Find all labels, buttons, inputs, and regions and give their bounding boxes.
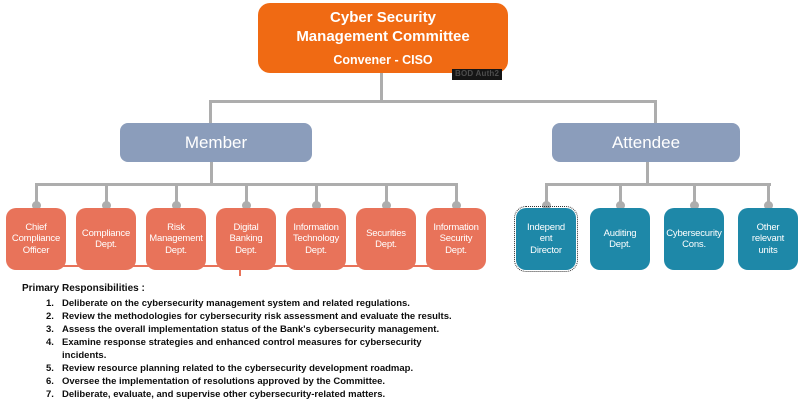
item-number: 6. <box>46 376 54 387</box>
connector-dot <box>689 201 699 210</box>
connector-member-stub <box>34 183 38 207</box>
member-box-information-technology-dept: Information Technology Dept. <box>286 208 346 270</box>
connector-dot <box>541 201 551 210</box>
connector-member-stub <box>104 183 108 207</box>
item-number: 4. <box>46 337 54 348</box>
member-brace-center-tick <box>239 265 241 276</box>
connector-member-stub <box>174 183 178 207</box>
connector-dot <box>615 201 625 210</box>
connector-root-vertical <box>380 73 383 102</box>
item-number: 1. <box>46 298 54 309</box>
attendee-group-box: Attendee <box>552 123 740 162</box>
item-text: Oversee the implementation of resolution… <box>62 376 386 387</box>
responsibility-item: 4. Examine response strategies and enhan… <box>46 336 466 362</box>
responsibility-item: 2. Review the methodologies for cybersec… <box>46 310 466 323</box>
item-text: Assess the overall implementation status… <box>62 324 440 335</box>
connector-member-stub <box>454 183 458 207</box>
responsibilities-heading: Primary Responsibilities : <box>22 283 145 294</box>
member-box-chief-compliance-officer: Chief Compliance Officer <box>6 208 66 270</box>
item-text: Review resource planning related to the … <box>62 363 414 374</box>
connector-member-stub <box>384 183 388 207</box>
connector-member-stub <box>244 183 248 207</box>
item-text: Deliberate on the cybersecurity manageme… <box>62 298 410 309</box>
item-text: Deliberate, evaluate, and supervise othe… <box>62 389 386 400</box>
item-number: 7. <box>46 389 54 400</box>
responsibility-item: 6. Oversee the implementation of resolut… <box>46 375 466 388</box>
connector-root-horizontal <box>209 100 657 103</box>
responsibility-item: 7. Deliberate, evaluate, and supervise o… <box>46 388 466 401</box>
connector-attendee-stub <box>618 183 622 207</box>
item-number: 5. <box>46 363 54 374</box>
connector-dot <box>171 201 181 210</box>
attendee-box-auditing-dept: Auditing Dept. <box>590 208 650 270</box>
committee-title: Cyber Security Management Committee <box>296 8 470 45</box>
member-brace-left-tick <box>22 256 24 267</box>
connector-dot <box>311 201 321 210</box>
committee-box: Cyber Security Management Committee Conv… <box>258 3 508 73</box>
item-text: Examine response strategies and enhanced… <box>62 337 422 361</box>
item-number: 3. <box>46 324 54 335</box>
connector-dot <box>451 201 461 210</box>
connector-dot <box>381 201 391 210</box>
connector-attendee-drop <box>654 100 657 124</box>
connector-attendee-stub <box>692 183 696 207</box>
committee-convener: Convener - CISO <box>333 53 433 68</box>
connector-dot <box>241 201 251 210</box>
connector-dot <box>101 201 111 210</box>
member-box-digital-banking-dept: Digital Banking Dept. <box>216 208 276 270</box>
connector-dot <box>763 201 773 210</box>
responsibilities-section: Primary Responsibilities : 1. Deliberate… <box>22 283 472 401</box>
item-text: Review the methodologies for cybersecuri… <box>62 311 452 322</box>
connector-attendee-stub <box>544 183 548 207</box>
member-box-risk-management-dept: Risk Management Dept. <box>146 208 206 270</box>
attendee-box-independent-director: Independ ent Director <box>514 206 578 272</box>
member-brace-right-tick <box>456 256 458 267</box>
attendee-box-other-relevant-units: Other relevant units <box>738 208 798 270</box>
connector-member-drop <box>209 100 212 124</box>
connector-member-vertical <box>210 162 213 185</box>
attendee-box-cybersecurity-cons: Cybersecurity Cons. <box>664 208 724 270</box>
connector-member-stub <box>314 183 318 207</box>
bod-auth-badge: BOD Auth2 <box>452 69 503 80</box>
member-box-compliance-dept: Compliance Dept. <box>76 208 136 270</box>
member-box-securities-dept: Securities Dept. <box>356 208 416 270</box>
item-number: 2. <box>46 311 54 322</box>
connector-dot <box>31 201 41 210</box>
connector-attendee-vertical <box>646 162 649 185</box>
responsibility-item: 5. Review resource planning related to t… <box>46 362 466 375</box>
connector-attendee-stub <box>766 183 770 207</box>
responsibility-item: 3. Assess the overall implementation sta… <box>46 323 466 336</box>
connector-attendee-horizontal <box>545 183 771 186</box>
member-group-box: Member <box>120 123 312 162</box>
responsibility-item: 1. Deliberate on the cybersecurity manag… <box>46 297 466 310</box>
